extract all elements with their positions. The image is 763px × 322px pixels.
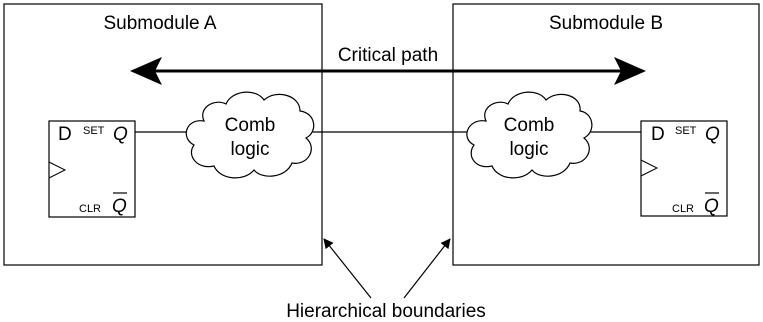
submodule-a-box — [3, 3, 323, 266]
boundary-pointers: Hierarchical boundaries — [286, 238, 486, 322]
flipflop-b: D SET Q CLR Q — [640, 120, 728, 217]
flipflop-b-qbar-label: Q — [704, 196, 719, 217]
flipflop-b-set-label: SET — [675, 125, 697, 137]
flipflop-a-clock-icon — [48, 161, 67, 179]
submodule-b-box — [452, 3, 760, 266]
comb-logic-a: Comb logic — [185, 91, 315, 179]
submodule-b-title: Submodule B — [549, 13, 663, 34]
flipflop-a-qbar-label: Q — [112, 196, 127, 217]
critical-path-arrowhead-left — [130, 57, 162, 85]
comb-logic-a-line1: Comb — [225, 115, 276, 136]
comb-logic-a-line2: logic — [230, 139, 269, 160]
comb-logic-b-cloud-icon — [466, 91, 593, 179]
flipflop-b-clock-icon — [640, 159, 659, 177]
critical-path-arrowhead-right — [614, 57, 646, 85]
boundary-pointer-b — [403, 238, 451, 299]
boundary-pointer-a — [323, 238, 372, 299]
comb-logic-b: Comb logic — [466, 91, 593, 179]
flipflop-b-q-label: Q — [705, 124, 720, 145]
flipflop-b-body — [640, 120, 728, 217]
comb-logic-b-line1: Comb — [504, 115, 555, 136]
critical-path-label: Critical path — [338, 45, 438, 66]
submodule-a-title: Submodule A — [103, 13, 216, 34]
comb-logic-a-cloud-icon — [185, 91, 315, 179]
boundaries-label: Hierarchical boundaries — [286, 301, 486, 322]
submodule-b: Submodule B — [452, 3, 760, 266]
critical-path: Critical path — [130, 45, 646, 85]
flipflop-a-q-label: Q — [113, 124, 128, 145]
flipflop-a: D SET Q CLR Q — [48, 120, 136, 218]
flipflop-a-d-label: D — [58, 124, 72, 145]
flipflop-a-clr-label: CLR — [79, 203, 101, 215]
submodule-a: Submodule A — [3, 3, 323, 266]
flipflop-b-d-label: D — [651, 124, 665, 145]
flipflop-b-clr-label: CLR — [672, 203, 694, 215]
flipflop-a-body — [48, 120, 136, 218]
flipflop-a-set-label: SET — [83, 125, 105, 137]
comb-logic-b-line2: logic — [509, 139, 548, 160]
